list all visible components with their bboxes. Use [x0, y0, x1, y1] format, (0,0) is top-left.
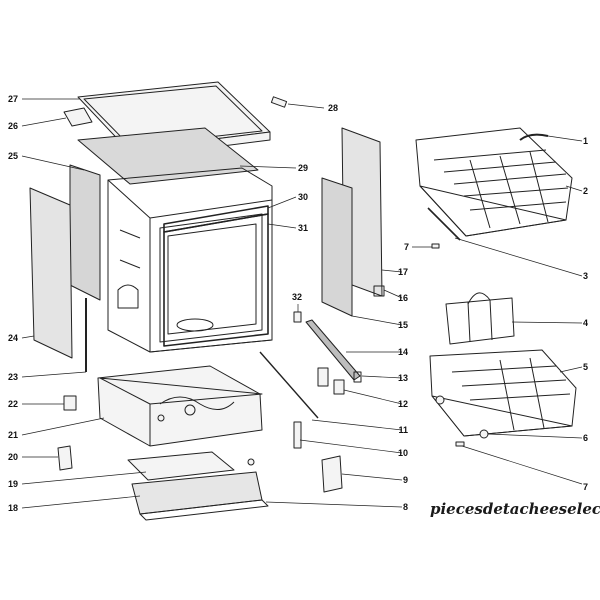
- callout-31: 31: [298, 223, 308, 233]
- callout-16: 16: [398, 293, 408, 303]
- wheel-axle: [455, 441, 465, 447]
- callout-11: 11: [398, 425, 408, 435]
- leader-line-5: [559, 366, 583, 373]
- callout-2: 2: [583, 186, 588, 196]
- leader-line-11: [311, 419, 403, 431]
- cutlery-basket: [445, 292, 515, 345]
- tub-gasket: [163, 213, 269, 347]
- leader-line-6: [487, 433, 583, 439]
- callout-19: 19: [8, 479, 18, 489]
- rod: [259, 351, 319, 419]
- callout-17: 17: [398, 267, 408, 277]
- callout-7: 7: [404, 242, 409, 252]
- tub-body: [107, 167, 273, 353]
- callout-18: 18: [8, 503, 18, 513]
- kick-plate: [139, 499, 269, 521]
- leader-line-26: [21, 117, 67, 127]
- callout-24: 24: [8, 333, 18, 343]
- lower-basket: [429, 349, 577, 437]
- leader-line-12: [343, 389, 403, 405]
- callout-10: 10: [398, 448, 408, 458]
- lower-basket-wheel: [435, 395, 445, 405]
- leader-line-10: [299, 439, 403, 454]
- leader-line-30: [267, 196, 297, 209]
- callout-32: 32: [292, 292, 302, 302]
- leader-line-24: [21, 335, 35, 339]
- worktop-fixing: [270, 96, 288, 108]
- leader-line-13: [361, 375, 403, 379]
- callout-13: 13: [398, 373, 408, 383]
- leader-line-29: [239, 165, 297, 169]
- basket-rail: [427, 207, 461, 241]
- screw: [247, 458, 255, 466]
- wheel-axle: [431, 243, 440, 249]
- callout-25: 25: [8, 151, 18, 161]
- side-panel-left: [29, 187, 73, 359]
- leader-line-9: [341, 473, 403, 481]
- clip: [353, 371, 362, 383]
- hinge-plate: [321, 455, 343, 493]
- leader-line-15: [351, 315, 403, 326]
- callout-4: 4: [583, 318, 588, 328]
- callout-28: 28: [328, 103, 338, 113]
- leader-line-25: [21, 155, 85, 171]
- callout-27: 27: [8, 94, 18, 104]
- leader-line-17: [381, 269, 403, 273]
- callout-12: 12: [398, 399, 408, 409]
- leader-line-16: [383, 289, 403, 299]
- leader-line-18: [21, 495, 141, 509]
- callout-20: 20: [8, 452, 18, 462]
- callout-23: 23: [8, 372, 18, 382]
- callout-3: 3: [583, 271, 588, 281]
- plate: [57, 445, 73, 471]
- callout-21: 21: [8, 430, 18, 440]
- plinth-support: [127, 451, 235, 481]
- leader-line-23: [21, 371, 87, 378]
- callout-9: 9: [403, 475, 408, 485]
- upper-basket-handle: [519, 133, 549, 141]
- callout-numbers: 1234567789101112131415161718192021222324…: [8, 94, 588, 513]
- callout-30: 30: [298, 192, 308, 202]
- callout-1: 1: [583, 136, 588, 146]
- leader-line-4: [511, 321, 583, 324]
- callout-15: 15: [398, 320, 408, 330]
- callout-6: 6: [583, 433, 588, 443]
- leader-lines: [21, 98, 583, 509]
- callout-26: 26: [8, 121, 18, 131]
- callout-22: 22: [8, 399, 18, 409]
- lower-basket-wheel: [479, 429, 489, 439]
- callout-5: 5: [583, 362, 588, 372]
- leader-line-1: [547, 135, 583, 142]
- screw: [157, 414, 165, 422]
- top-insulation: [77, 127, 259, 185]
- switch: [63, 395, 77, 411]
- watermark: piecesdetacheeselec.com: [430, 500, 600, 518]
- tub-gasket-upper: [163, 205, 269, 233]
- small-clip: [293, 311, 302, 323]
- bracket: [317, 367, 345, 395]
- side-panel-right: [321, 177, 353, 317]
- side-insulation-left: [69, 164, 101, 301]
- bracket-small: [373, 285, 385, 297]
- leader-line-3: [454, 237, 583, 277]
- leader-line-19: [21, 471, 147, 485]
- leader-line-7: [461, 445, 583, 485]
- leader-line-31: [267, 223, 297, 229]
- base-tray: [97, 365, 263, 447]
- callout-7: 7: [583, 482, 588, 492]
- upper-basket: [415, 127, 573, 237]
- door-strip: [305, 319, 361, 381]
- leader-line-2: [565, 185, 583, 192]
- leader-line-21: [21, 417, 105, 436]
- leader-line-8: [265, 501, 403, 508]
- callout-29: 29: [298, 163, 308, 173]
- callout-14: 14: [398, 347, 408, 357]
- adjustable-foot: [293, 421, 302, 449]
- leader-line-28: [287, 103, 325, 109]
- callout-8: 8: [403, 502, 408, 512]
